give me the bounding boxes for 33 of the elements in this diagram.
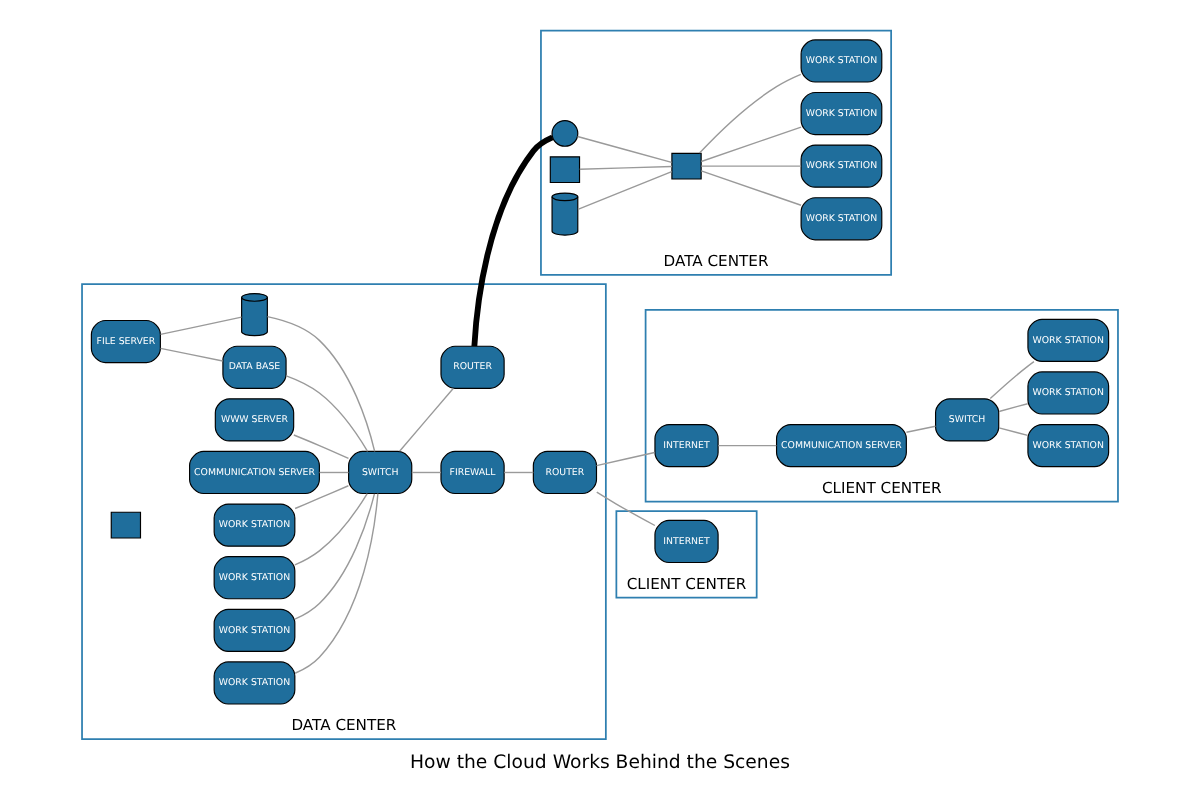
- connector: [700, 170, 802, 206]
- connector: [577, 170, 673, 210]
- caption: How the Cloud Works Behind the Scenes: [410, 752, 790, 775]
- connector: [294, 492, 368, 566]
- connector: [576, 135, 673, 164]
- connector: [411, 471, 442, 474]
- connector: [998, 403, 1029, 413]
- connector: [700, 165, 802, 167]
- connector: [294, 493, 376, 620]
- connector: [471, 134, 554, 347]
- connector: [698, 73, 802, 154]
- node-box: [110, 511, 142, 539]
- connector: [159, 347, 224, 362]
- connector: [503, 471, 534, 474]
- connector: [998, 427, 1029, 437]
- connector: [285, 375, 369, 453]
- connector: [294, 485, 350, 510]
- connector: [700, 126, 802, 163]
- node-box: [549, 156, 581, 184]
- connector: [398, 387, 454, 452]
- connector: [159, 316, 243, 336]
- connector: [989, 360, 1035, 400]
- connector: [266, 315, 376, 453]
- node-circle: [551, 119, 579, 147]
- connector: [293, 434, 350, 460]
- connector: [596, 491, 656, 527]
- node-box: [671, 152, 702, 180]
- connector: [579, 165, 673, 170]
- connector: [318, 471, 350, 474]
- connector: [595, 451, 656, 467]
- connector: [905, 425, 937, 433]
- connector: [717, 444, 778, 447]
- connector: [294, 492, 379, 674]
